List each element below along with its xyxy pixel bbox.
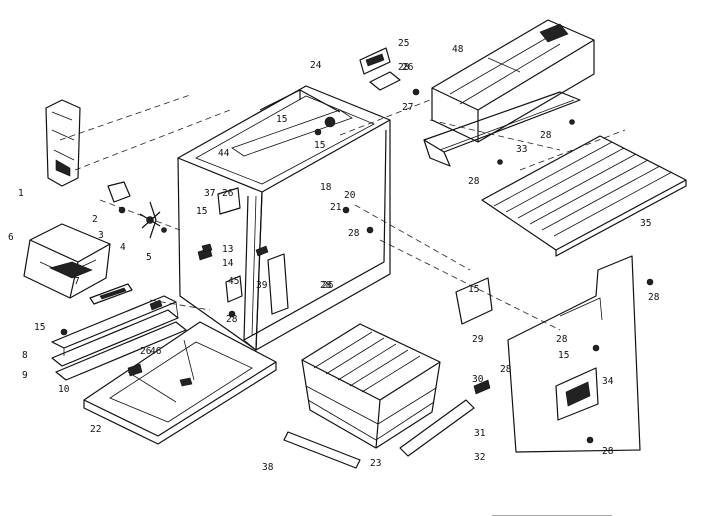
part-48-evaporator-cover [431, 19, 595, 143]
callout-8: 8 [22, 350, 28, 361]
callout-32: 32 [474, 452, 485, 463]
callout-21: 21 [330, 202, 342, 213]
part-1-bracket [45, 99, 81, 187]
part-8-10-rails [51, 295, 187, 381]
callout-6: 6 [8, 232, 14, 243]
callout-26-b: 26 [402, 62, 414, 73]
callout-15-f: 15 [558, 350, 569, 361]
part-25-27-hinge-parts [359, 47, 420, 96]
callout-28-c: 28 [348, 228, 360, 239]
callout-33: 33 [516, 144, 527, 155]
callout-20: 20 [344, 190, 356, 201]
callout-31: 31 [474, 428, 486, 439]
callout-28-i: 28 [398, 62, 410, 73]
part-7-strip [89, 283, 133, 305]
callout-25: 25 [398, 38, 409, 49]
callout-3: 3 [98, 230, 104, 241]
part-23-wire-basket [301, 323, 441, 449]
callout-46: 46 [150, 346, 162, 357]
callout-26-a: 26 [222, 188, 234, 199]
callout-22: 22 [90, 424, 101, 435]
callout-28-f: 28 [556, 334, 568, 345]
callout-34: 34 [602, 376, 614, 387]
callout-28-b: 28 [468, 176, 480, 187]
part-35-wire-shelf [481, 135, 687, 257]
callout-24: 24 [310, 60, 322, 71]
callout-26-d: 26 [140, 346, 152, 357]
callout-5: 5 [146, 252, 152, 263]
callout-10: 10 [58, 384, 70, 395]
callout-28-g: 28 [500, 364, 512, 375]
callout-15-a: 15 [34, 322, 45, 333]
callout-28-e: 28 [648, 292, 660, 303]
callout-9: 9 [22, 370, 28, 381]
callout-23: 23 [370, 458, 381, 469]
part-24-cabinet [177, 85, 391, 351]
callout-45: 45 [228, 276, 239, 287]
callout-37: 37 [204, 188, 215, 199]
callout-13: 13 [222, 244, 233, 255]
small-hardware [60, 187, 654, 444]
callout-28-a: 28 [540, 130, 552, 141]
part-6-ice-bucket [23, 223, 111, 299]
assembly-guide-lines [59, 94, 626, 331]
callout-28-h: 28 [602, 446, 614, 457]
callout-14: 14 [222, 258, 234, 269]
callout-28-d: 28 [226, 314, 238, 325]
callout-44: 44 [218, 148, 230, 159]
part-38-bar [283, 431, 361, 469]
callout-48: 48 [452, 44, 464, 55]
callout-2: 2 [92, 214, 98, 225]
callout-7: 7 [74, 276, 80, 287]
callout-29: 29 [472, 334, 484, 345]
callout-38: 38 [262, 462, 274, 473]
callout-15-d: 15 [314, 140, 325, 151]
part-29-31-brackets [399, 277, 493, 457]
callout-1: 1 [18, 188, 24, 199]
part-33-cover-panel [423, 91, 581, 167]
part-2-5-fan-assembly [107, 181, 167, 239]
callout-27: 27 [402, 102, 413, 113]
callout-18: 18 [320, 182, 332, 193]
part-32-back-panel [507, 255, 641, 453]
callout-26-c: 26 [322, 280, 334, 291]
callout-15-b: 15 [196, 206, 207, 217]
callout-4: 4 [120, 242, 126, 253]
callout-35: 35 [640, 218, 651, 229]
callout-30: 30 [472, 374, 484, 385]
callout-15-c: 15 [276, 114, 287, 125]
callout-15-e: 15 [468, 284, 479, 295]
callout-labels: 1 2 3 4 5 6 7 8 9 10 13 14 15 15 15 15 1… [8, 38, 660, 473]
part-22-floor-pan [83, 321, 277, 445]
callout-28-j: 28 [320, 280, 332, 291]
callout-39: 39 [256, 280, 268, 291]
